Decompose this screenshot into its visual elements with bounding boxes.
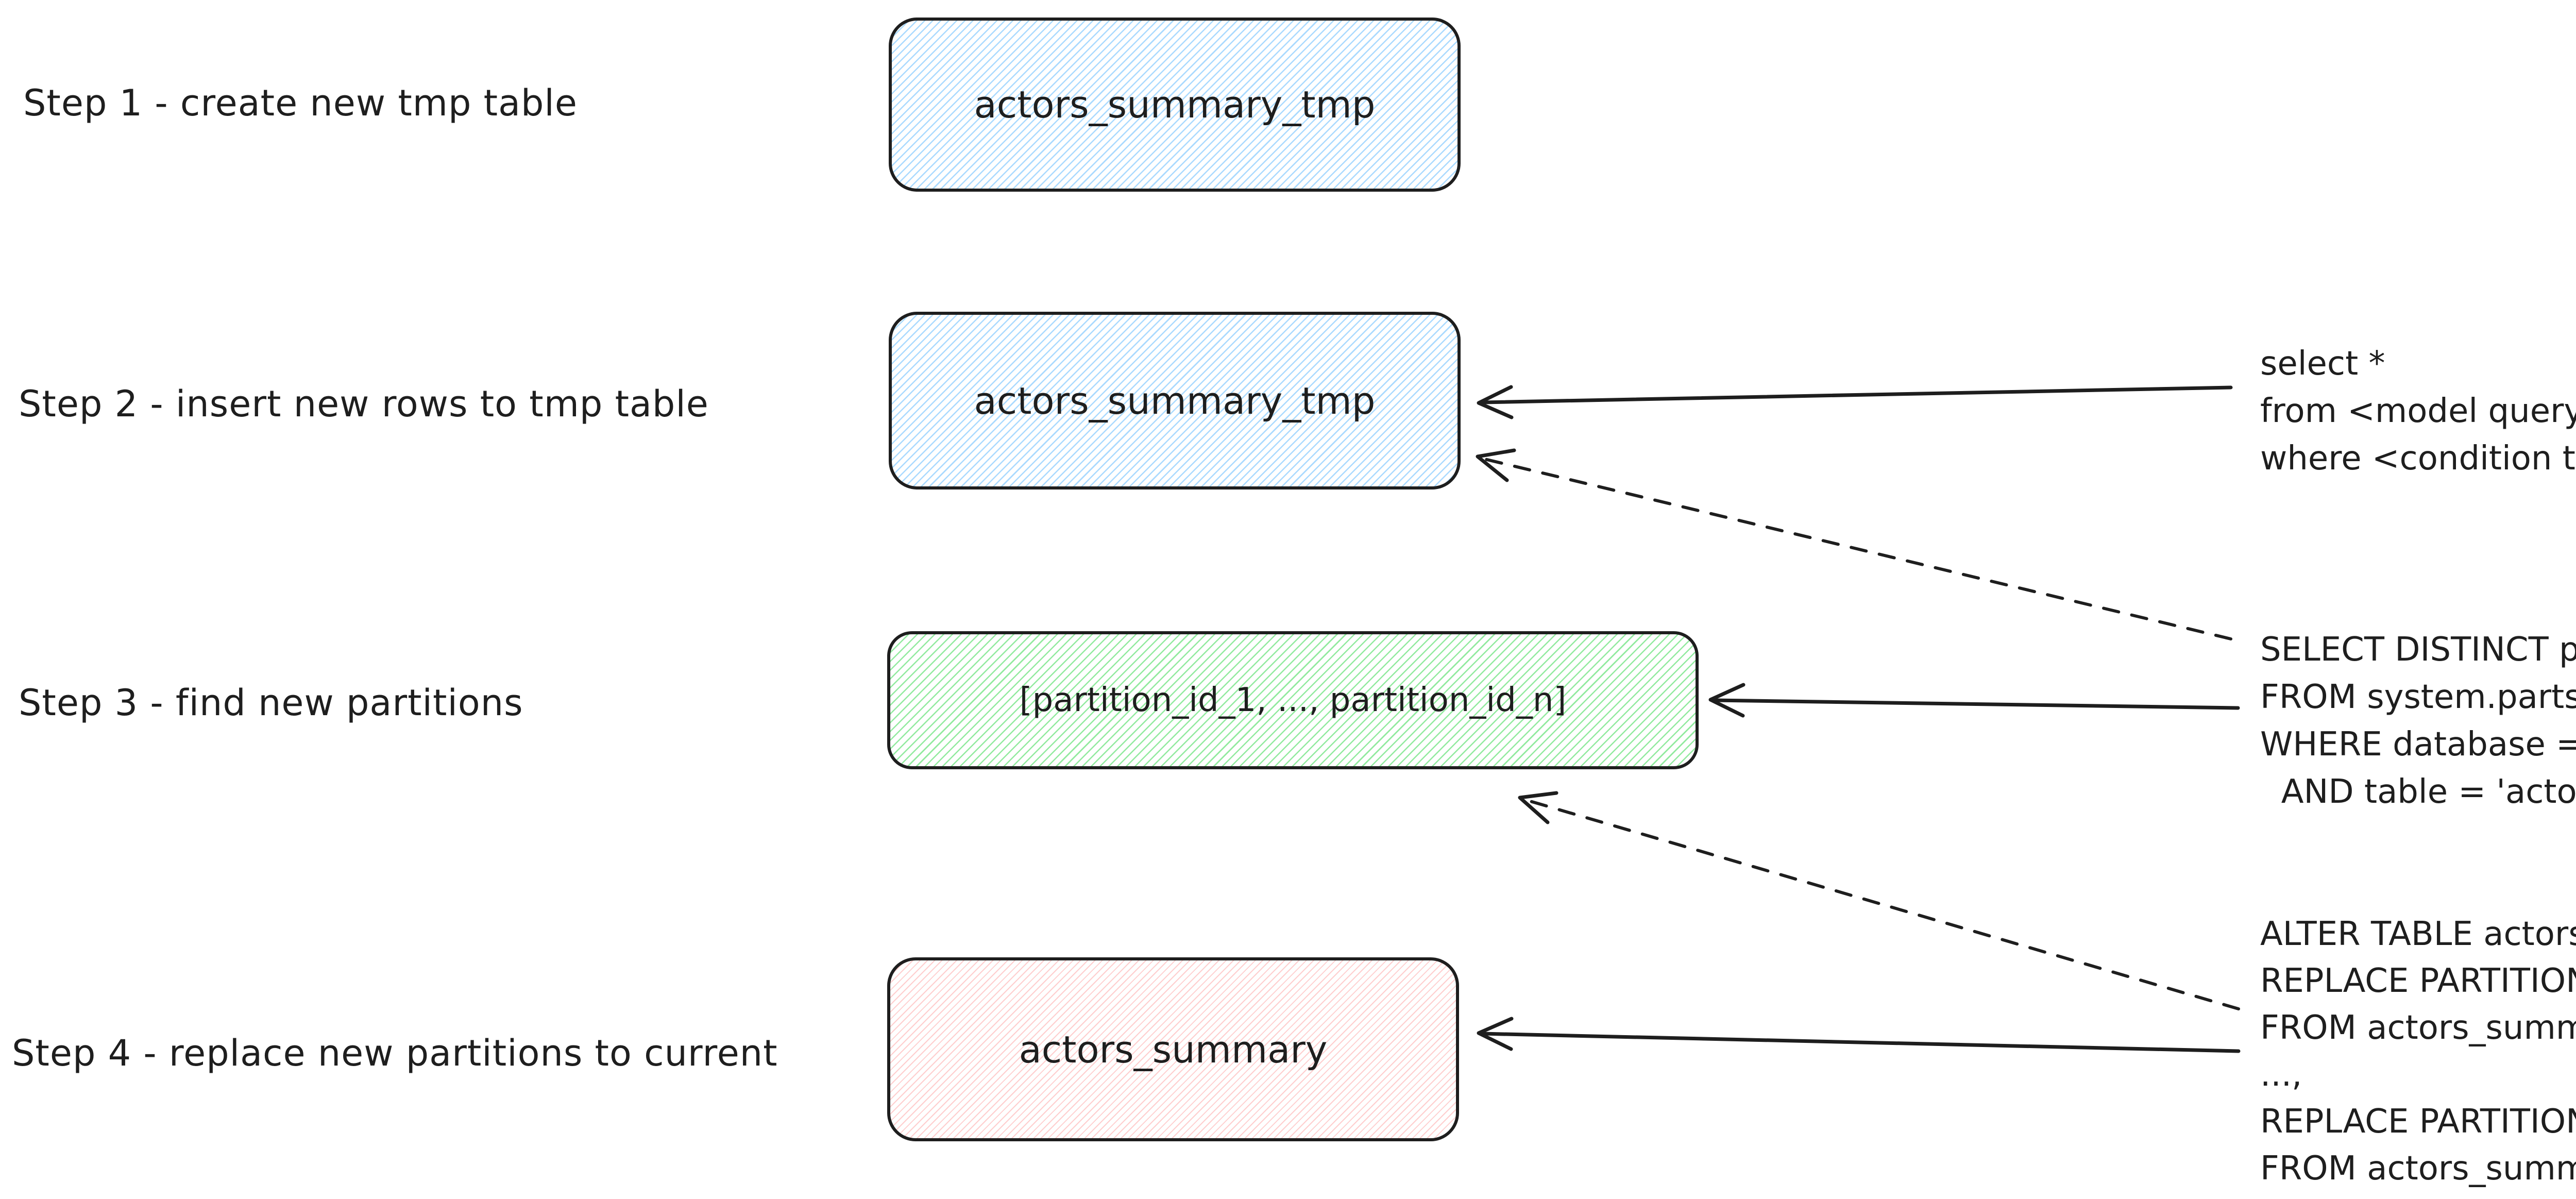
dashed-arrow-step4-sql-to-partitions-list <box>1518 791 2240 1010</box>
label-step2: Step 2 - insert new rows to tmp table <box>19 383 709 425</box>
sql-step4-line: FROM actors_summary_tmp, <box>2260 1150 2576 1188</box>
node-step1-tmp-table-label: actors_summary_tmp <box>974 83 1376 126</box>
sql-step2-line: where <condition to identify new> <box>2260 440 2576 478</box>
sql-step4-line: REPLACE PARTITION partition_id_1 <box>2260 962 2576 1000</box>
sql-step3-line: WHERE database = <database> <box>2260 725 2576 764</box>
arrow-step2-sql-to-tmp-table <box>1477 385 2233 419</box>
node-step4-summary-table-label: actors_summary <box>1019 1027 1328 1071</box>
sql-step3-line: AND table = 'actors_summary_tmp' <box>2281 773 2576 811</box>
node-step2-tmp-table-label: actors_summary_tmp <box>974 379 1376 423</box>
arrow-step4-sql-to-summary-table <box>1477 1017 2241 1053</box>
sql-step4: ALTER TABLE actors_summary REPLACE PARTI… <box>2260 911 2576 1192</box>
node-step4-summary-table: actors_summary <box>887 957 1459 1141</box>
label-step3: Step 3 - find new partitions <box>19 682 523 724</box>
sql-step3-line: SELECT DISTINCT partition_id <box>2260 631 2576 669</box>
sql-step3: SELECT DISTINCT partition_id FROM system… <box>2260 626 2576 816</box>
sql-step4-line: FROM actors_summary_tmp, <box>2260 1009 2576 1047</box>
sql-step4-line: REPLACE PARTITION partition_id_n <box>2260 1103 2576 1141</box>
arrow-step3-sql-to-partitions-list <box>1708 683 2240 718</box>
node-step3-partitions-list-label: [partition_id_1, ..., partition_id_n] <box>1019 681 1567 719</box>
node-step3-partitions-list: [partition_id_1, ..., partition_id_n] <box>887 631 1699 769</box>
label-step1: Step 1 - create new tmp table <box>23 82 578 124</box>
label-step4: Step 4 - replace new partitions to curre… <box>12 1032 778 1074</box>
dashed-arrow-step3-sql-to-tmp-table <box>1476 448 2232 640</box>
sql-step2-line: from <model query> <box>2260 392 2576 430</box>
node-step1-tmp-table: actors_summary_tmp <box>889 18 1461 192</box>
sql-step2-line: select * <box>2260 345 2385 383</box>
node-step2-tmp-table: actors_summary_tmp <box>889 312 1461 489</box>
sql-step4-line: ALTER TABLE actors_summary <box>2260 915 2576 953</box>
sql-step3-line: FROM system.parts <box>2260 678 2576 716</box>
sql-step4-line: ..., <box>2260 1056 2302 1094</box>
sql-step2: select * from <model query> where <condi… <box>2260 340 2576 482</box>
